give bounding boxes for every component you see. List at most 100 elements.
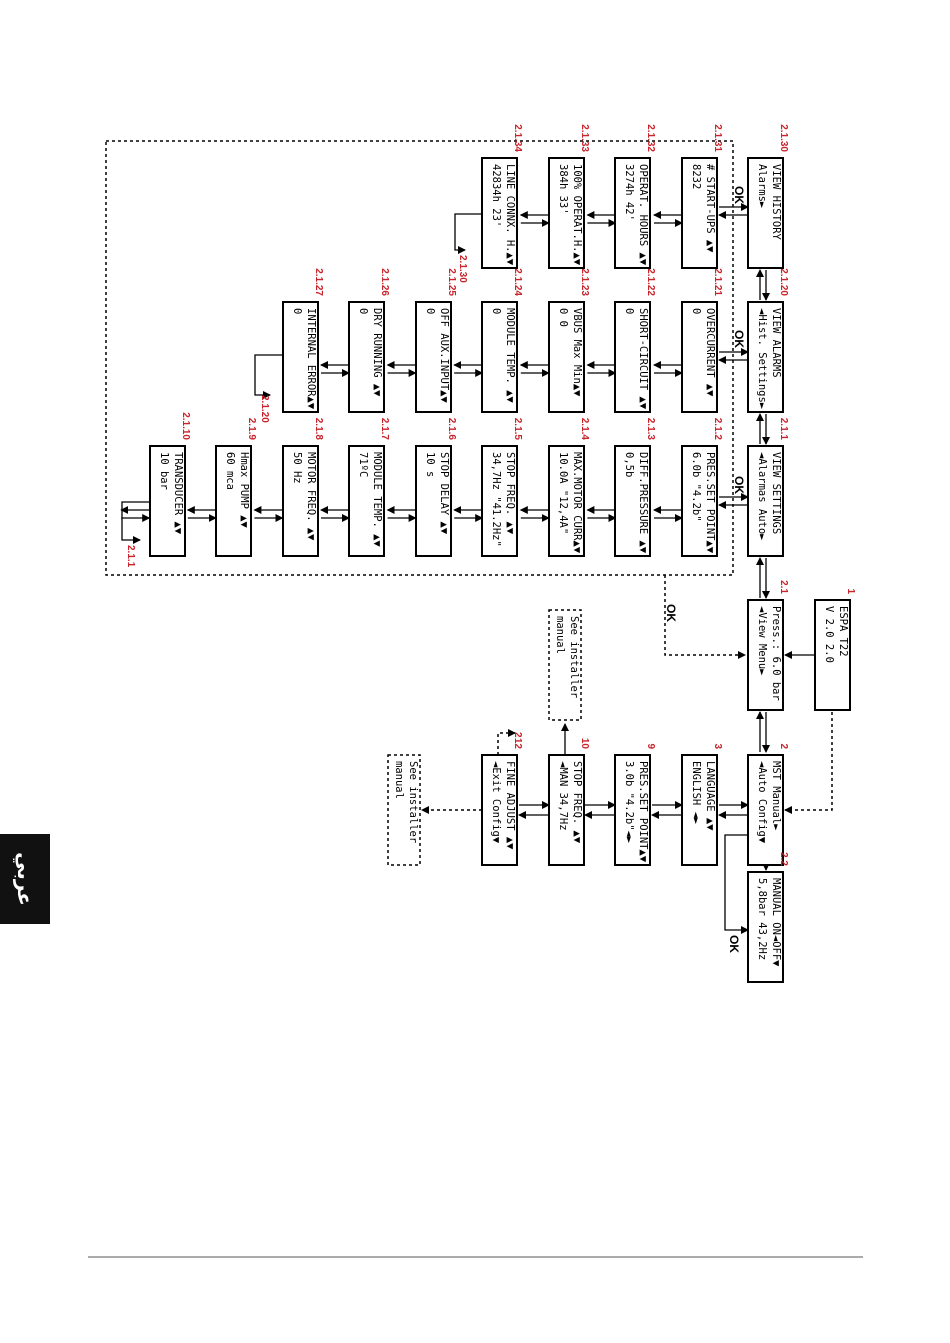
display-box xyxy=(681,157,718,269)
menu-node: OFF AUX.INPUT▲▼02.1.25 xyxy=(415,268,457,413)
display-box xyxy=(614,301,651,413)
node-number: 2.1.24 xyxy=(512,268,523,296)
menu-node: VBUS Max Min▲▼0 02.1.23 xyxy=(548,268,590,413)
loop-arrow xyxy=(121,501,150,544)
display-line: 100% OPERAT.H.▲▼ xyxy=(571,164,583,266)
display-box xyxy=(282,445,319,557)
display-line: ESPA T22 xyxy=(837,606,849,657)
display-line: manual xyxy=(554,616,566,654)
display-line: ◄Hist. Settings► xyxy=(756,308,768,410)
display-line: ◄Alarmas Auto► xyxy=(756,452,768,541)
display-box xyxy=(681,301,718,413)
display-box xyxy=(614,754,651,866)
menu-node: PRES.SET POINT▲▼3.0b "4.2b"◄►9 xyxy=(614,743,656,866)
display-line: 42834h 23' xyxy=(490,164,502,227)
menu-node: DRY RUNNING ▲▼02.1.26 xyxy=(348,268,390,413)
display-line: PRES.SET POINT▲▼ xyxy=(704,452,716,554)
display-line: ENGLISH ◄► xyxy=(690,761,702,825)
display-box xyxy=(747,445,784,557)
display-line: 10 s xyxy=(424,452,436,477)
display-line: MANUAL ON◄OFF▼ xyxy=(770,878,782,967)
display-line: 6.0b "4.2b" xyxy=(690,452,702,522)
display-line: VIEW ALARMS xyxy=(770,308,782,378)
menu-node: STOP FREQ. ▲▼34,7Hz "41.2Hz"2.1.5 xyxy=(481,418,523,557)
display-line: 10 bar xyxy=(158,452,170,490)
node-number: 3 xyxy=(712,743,723,749)
display-line: 5,8bar 43,2Hz xyxy=(756,878,768,960)
display-line: 3.0b "4.2b"◄► xyxy=(623,761,635,844)
menu-node: MOTOR FREQ. ▲▼50 Hz2.1.8 xyxy=(282,418,324,557)
node-number: 2 xyxy=(778,743,789,749)
display-box xyxy=(481,157,518,269)
display-box xyxy=(747,157,784,269)
display-line: Alarms► xyxy=(756,164,768,209)
node-number: 2.1.8 xyxy=(313,418,324,441)
display-box xyxy=(548,301,585,413)
display-box xyxy=(681,445,718,557)
display-box xyxy=(348,445,385,557)
note-box xyxy=(387,754,421,866)
display-line: LANGUAGE ▲▼ xyxy=(704,761,716,831)
ok-label: OK xyxy=(664,604,678,622)
display-line: 0 xyxy=(291,308,303,314)
menu-node: MODULE TEMP. ▲▼02.1.24 xyxy=(481,268,523,413)
node-number: 2.1 xyxy=(778,580,789,594)
node-number: 2.1.30 xyxy=(778,124,789,152)
node-number: 1 xyxy=(845,588,856,594)
node-number: 2.1.2 xyxy=(712,418,723,441)
display-box xyxy=(481,754,518,866)
display-box xyxy=(681,754,718,866)
display-line: 34,7Hz "41.2Hz" xyxy=(490,452,502,547)
node-number: 2.1.26 xyxy=(379,268,390,296)
menu-node: DIFF.PRESSURE ▲▼0,5b2.1.3 xyxy=(614,418,656,557)
node-number: 2.1.34 xyxy=(512,124,523,152)
display-line: DIFF.PRESSURE ▲▼ xyxy=(637,452,649,554)
display-box xyxy=(747,599,784,711)
ok-loop xyxy=(724,834,749,934)
display-line: ◄Exit Config▼ xyxy=(490,761,502,844)
loop-arrow xyxy=(254,354,283,399)
menu-node: LINE CONNX. H.▲▼42834h 23'2.1.34 xyxy=(481,124,523,269)
language-side-tab: عربي xyxy=(0,834,50,924)
footer-divider xyxy=(88,1256,863,1258)
display-box xyxy=(415,445,452,557)
sub-menu-region xyxy=(105,140,734,576)
menu-node: INTERNAL ERROR▲▼02.1.27 xyxy=(282,268,324,413)
loop-arrow xyxy=(497,729,516,755)
menu-node: VIEW SETTINGS◄Alarmas Auto►2.1.1 xyxy=(747,418,789,557)
display-line: 0 0 xyxy=(557,308,569,327)
display-line: V 2.0 2.0 xyxy=(823,606,835,663)
display-line: 0,5b xyxy=(623,452,635,477)
display-box xyxy=(747,871,784,983)
node-number: 2.1.7 xyxy=(379,418,390,441)
display-line: MST Manual► xyxy=(770,761,782,831)
loop-target-label: 2.1.20 xyxy=(259,395,270,423)
display-line: DRY RUNNING ▲▼ xyxy=(371,308,383,397)
display-line: 50 Hz xyxy=(291,452,303,484)
connector-dotted xyxy=(784,712,833,814)
display-box xyxy=(814,599,851,711)
display-box xyxy=(149,445,186,557)
display-line: OVERCURRENT ▲▼ xyxy=(704,308,716,397)
display-box xyxy=(614,445,651,557)
display-line: TRANSDUCER ▲▼ xyxy=(172,452,184,535)
display-line: MAX.MOTOR CURR▲▼ xyxy=(571,452,583,554)
menu-node: STOP DELAY ▲▼10 s2.1.6 xyxy=(415,418,457,557)
node-number: 10 xyxy=(579,738,590,750)
display-line: VBUS Max Min▲▼ xyxy=(571,308,583,397)
display-line: 0 xyxy=(690,308,702,314)
language-tab-label: عربي xyxy=(13,852,37,906)
display-line: INTERNAL ERROR▲▼ xyxy=(305,308,317,410)
menu-node: MST Manual►◄Auto Config▼2 xyxy=(747,743,789,866)
note-box xyxy=(548,609,582,721)
display-line: 0 xyxy=(424,308,436,314)
loop-target-label: 2.1.1 xyxy=(125,545,136,568)
ok-label: OK xyxy=(732,476,746,494)
node-number: 2.1.10 xyxy=(180,412,191,440)
